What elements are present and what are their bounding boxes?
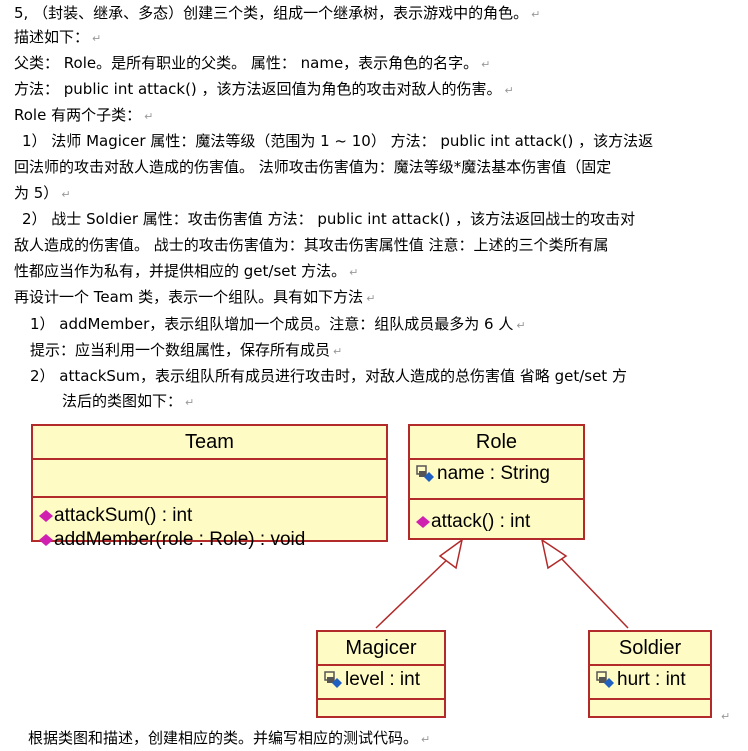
paragraph-mark: ↵ [721,710,731,723]
attribute: hurt : int [590,668,710,692]
method: attackSum() : int [33,504,386,528]
private-attribute-icon [324,671,342,688]
text-line: 根据类图和描述，创建相应的类。并编写相应的测试代码。↵ [28,729,431,747]
attributes-section: name : String [410,460,583,500]
class-name: Soldier [590,632,710,666]
class-soldier: Soldier hurt : int [588,630,712,718]
text-line: Role 有两个子类：↵ [14,106,154,124]
methods-section: attack() : int [410,500,583,534]
text-line: 提示：应当利用一个数组属性，保存所有成员↵ [30,341,343,359]
text-line: 为 5）↵ [14,184,71,202]
text-line: 父类： Role。是所有职业的父类。 属性： name，表示角色的名字。↵ [14,54,491,72]
method: addMember(role : Role) : void [33,528,386,552]
class-name: Role [410,426,583,460]
magicer-generalization-line [375,554,453,629]
text-line: 2） attackSum，表示组队所有成员进行攻击时，对敌人造成的总伤害值 省略… [30,367,627,385]
text-line: 2） 战士 Soldier 属性：攻击伤害值 方法： public int at… [22,210,636,228]
text-line: 描述如下：↵ [14,28,102,46]
private-attribute-icon [596,671,614,688]
soldier-generalization-arrowhead [540,538,568,570]
magicer-generalization-arrowhead [438,538,464,570]
method-icon [39,509,53,522]
text-line: 5, （封装、继承、多态）创建三个类，组成一个继承树，表示游戏中的角色。↵ [14,4,541,22]
text-line: 方法： public int attack() ，该方法返回值为角色的攻击对敌人… [14,80,514,98]
method-icon [39,533,53,546]
attributes-section: hurt : int [590,666,710,700]
attribute: name : String [410,462,583,486]
soldier-generalization-line [557,554,629,629]
methods-section: attackSum() : int addMember(role : Role)… [33,498,386,552]
text-line: 1） 法师 Magicer 属性：魔法等级（范围为 1 ~ 10） 方法： pu… [22,132,654,150]
method: attack() : int [410,510,583,534]
class-name: Team [33,426,386,460]
text-line: 性都应当作为私有，并提供相应的 get/set 方法。↵ [14,262,359,280]
text-line: 敌人造成的伤害值。 战士的攻击伤害值为：其攻击伤害属性值 注意：上述的三个类所有… [14,236,609,254]
text-line: 法后的类图如下：↵ [62,392,195,410]
class-team: Team attackSum() : int addMember(role : … [31,424,388,550]
text-line: 回法师的攻击对敌人造成的伤害值。 法师攻击伤害值为：魔法等级*魔法基本伤害值（固… [14,158,612,176]
class-name: Magicer [318,632,444,666]
private-attribute-icon [416,465,434,482]
attributes-section: level : int [318,666,444,700]
attribute: level : int [318,668,444,692]
text-line: 再设计一个 Team 类，表示一个组队。具有如下方法↵ [14,288,376,306]
text-line: 1） addMember，表示组队增加一个成员。注意：组队成员最多为 6 人↵ [30,315,526,333]
class-role: Role name : String attack() : int [408,424,585,540]
class-magicer: Magicer level : int [316,630,446,718]
method-icon [416,515,430,528]
attributes-section [33,460,386,498]
